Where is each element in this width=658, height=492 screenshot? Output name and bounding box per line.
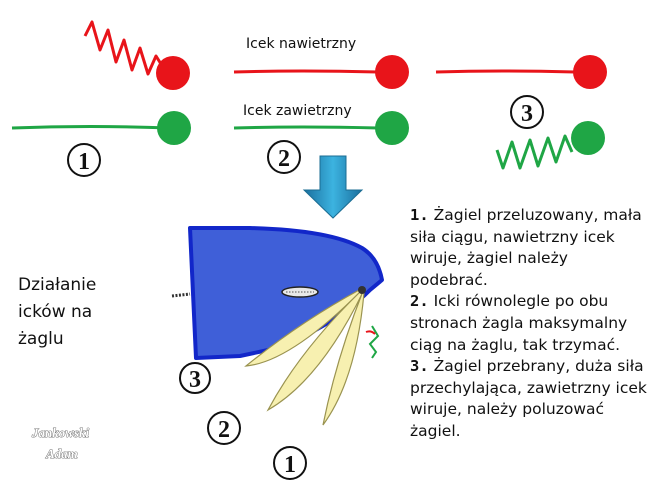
down-arrow-icon bbox=[302, 155, 364, 219]
number-3-bottom-label: 3 bbox=[189, 367, 201, 393]
explanation-text-2: Icki równolegle po obu stronach żagla ma… bbox=[410, 292, 628, 354]
number-1-top: 1 bbox=[67, 143, 101, 177]
number-2-bottom-label: 2 bbox=[218, 417, 230, 443]
windward-tell-1-dot bbox=[156, 56, 190, 90]
explanation-text-3: Żagiel przebrany, duża siła przechylając… bbox=[410, 357, 647, 440]
windward-tell-3-line bbox=[435, 69, 576, 74]
number-2-bottom: 2 bbox=[207, 411, 241, 445]
explanation-item-1: 1. Żagiel przeluzowany, mała siła ciągu,… bbox=[410, 205, 650, 291]
number-1-bottom-label: 1 bbox=[284, 452, 296, 478]
windward-tell-2-line bbox=[233, 69, 379, 74]
signature-line-1: Jankowski bbox=[31, 425, 89, 440]
windward-tell-label: Icek nawietrzny bbox=[246, 36, 356, 52]
explanation-number-3: 3. bbox=[410, 357, 429, 376]
explanation-text-1: Żagiel przeluzowany, mała siła ciągu, na… bbox=[410, 206, 642, 289]
leeward-tell-1-dot bbox=[157, 111, 191, 145]
leeward-tell-3-fluttering bbox=[495, 134, 574, 170]
leeward-tell-2-dot bbox=[375, 111, 409, 145]
explanation-number-2: 2. bbox=[410, 292, 429, 311]
explanation-item-2: 2. Icki równolegle po obu stronach żagla… bbox=[410, 291, 650, 356]
signature-line-2: Adam bbox=[45, 446, 78, 461]
explanation-item-3: 3. Żagiel przebrany, duża siła przechyla… bbox=[410, 356, 650, 442]
leeward-tell-2-line bbox=[233, 125, 379, 130]
jib-position-1 bbox=[322, 289, 365, 426]
sail-batten bbox=[281, 286, 319, 298]
sail-tell-red bbox=[365, 330, 376, 335]
number-1-top-label: 1 bbox=[78, 149, 90, 175]
sail-tell-fluttering bbox=[368, 325, 380, 359]
explanation-number-1: 1. bbox=[410, 206, 429, 224]
jib-position-2 bbox=[266, 288, 364, 412]
windward-tell-2-dot bbox=[375, 55, 409, 89]
jib-head-fitting bbox=[358, 286, 366, 294]
side-label: Działanie icków na żaglu bbox=[18, 275, 97, 349]
leeward-tell-1-line bbox=[11, 125, 171, 130]
leeward-tell-3-dot bbox=[571, 121, 605, 155]
number-3-top-label: 3 bbox=[521, 101, 533, 127]
number-3-top: 3 bbox=[510, 95, 544, 129]
boom bbox=[171, 292, 191, 298]
explanation-text: 1. Żagiel przeluzowany, mała siła ciągu,… bbox=[410, 205, 650, 443]
number-1-bottom: 1 bbox=[273, 446, 307, 480]
number-2-top: 2 bbox=[267, 140, 301, 174]
number-2-top-label: 2 bbox=[278, 146, 290, 172]
leeward-tell-label: Icek zawietrzny bbox=[243, 103, 352, 119]
number-3-bottom: 3 bbox=[179, 362, 211, 394]
jib-position-3 bbox=[244, 287, 362, 367]
windward-tell-1-fluttering bbox=[83, 20, 168, 76]
windward-tell-3-dot bbox=[573, 55, 607, 89]
